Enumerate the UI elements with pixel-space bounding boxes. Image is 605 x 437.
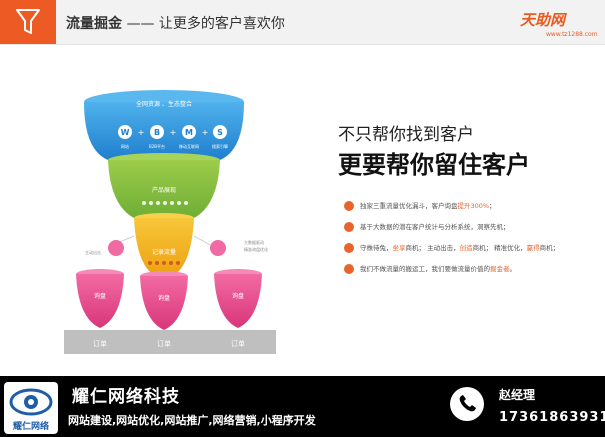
feature-item: 独家三重流量优化漏斗，客户询盘提升300%；: [344, 200, 496, 212]
feature-item: 我们不做流量的搬运工，我们要做流量价值的掘金者。: [344, 263, 516, 275]
order-label-left: 订单: [93, 339, 107, 348]
circle-m-label: 移动互联网: [179, 143, 199, 149]
funnel-diagram: 全网资源 、生态整合 W 网站 + B B2B平台 + M 移动互联网 + S …: [64, 90, 276, 354]
funnel-mid-label: 产品展现: [152, 186, 176, 194]
feature-icon: [344, 201, 354, 211]
circle-m: [182, 125, 196, 139]
funnel-green-section: [108, 160, 220, 218]
plus-sign: +: [170, 128, 177, 137]
circle-b-label: B2B平台: [149, 143, 165, 149]
feature-icon: [344, 222, 354, 232]
side-right-label-1: 大数据驱动: [244, 239, 264, 245]
order-label-right: 订单: [231, 339, 245, 348]
headline-line-1: 不只帮你找到客户: [338, 125, 474, 145]
circle-b-letter: B: [154, 128, 160, 137]
funnel-blue-section: [84, 102, 244, 160]
filter-logo: [0, 0, 56, 44]
circle-s-letter: S: [217, 128, 223, 137]
company-services: 网站建设,网站优化,网站推广,网络营销,小程序开发: [68, 414, 316, 427]
contact-phone[interactable]: 17361863931: [499, 410, 605, 425]
brand-name: 天助网: [520, 11, 566, 29]
eye-logo-icon: [9, 388, 53, 416]
contact-manager: 赵经理: [499, 388, 536, 402]
inquiry-cup-right: 询盘: [214, 269, 262, 328]
circle-s: [213, 125, 227, 139]
header-title-bold: 流量掘金: [66, 16, 122, 32]
feature-icon: [344, 264, 354, 274]
order-label-center: 订单: [157, 339, 171, 348]
headline-line-2-strong: 留住客户: [434, 151, 530, 179]
people-icons-yellow: [148, 261, 180, 265]
company-logo-text: 耀仁网络: [12, 422, 49, 432]
cup-right-label: 询盘: [232, 292, 244, 300]
feature-icon: [344, 243, 354, 253]
circle-w-letter: W: [121, 128, 130, 137]
circle-w-label: 网站: [121, 143, 129, 149]
funnel-top-title: 全网资源 、生态整合: [136, 100, 192, 108]
slide-header: 流量掘金 —— 让更多的客户喜欢你 天助网 www.tz1288.com: [0, 0, 605, 45]
headline-line-2-prefix: 更要帮你: [338, 151, 434, 179]
right-side-node: [210, 240, 226, 256]
side-left-label: 主动出击: [85, 249, 101, 255]
funnel-low-label: 记录流量: [152, 248, 176, 256]
circle-m-letter: M: [185, 128, 193, 137]
people-icons-green: [142, 201, 188, 205]
circle-b: [150, 125, 164, 139]
cup-left-label: 询盘: [94, 292, 106, 300]
left-side-node: [108, 240, 124, 256]
inquiry-cup-left: 询盘: [76, 269, 124, 328]
feature-item: 守株待兔，坐享商机； 主动出击，创造商机； 精准优化，赢得商机；: [344, 242, 559, 254]
brand-url: www.tz1288.com: [546, 31, 598, 38]
contact-footer: 耀仁网络 耀仁网络科技 网站建设,网站优化,网站推广,网络营销,小程序开发 赵经…: [0, 376, 605, 437]
cup-center-label: 询盘: [158, 294, 170, 302]
funnel-icon: [16, 9, 40, 34]
funnel-yellow-section: [134, 218, 194, 272]
phone-icon: [450, 387, 484, 421]
brand-logo: 天助网 www.tz1288.com: [520, 9, 600, 38]
plus-sign: +: [202, 128, 209, 137]
side-right-label-2: 精准询盘优化: [244, 246, 268, 252]
slide: 流量掘金 —— 让更多的客户喜欢你 天助网 www.tz1288.com 全网资…: [0, 0, 605, 354]
company-logo: 耀仁网络: [4, 382, 58, 434]
header-title-rest: —— 让更多的客户喜欢你: [122, 16, 285, 32]
company-name: 耀仁网络科技: [72, 387, 180, 407]
plus-sign: +: [138, 128, 145, 137]
channel-circles: W 网站 + B B2B平台 + M 移动互联网 + S 搜索引擎: [118, 125, 228, 149]
headline-line-2: 更要帮你留住客户: [338, 145, 530, 180]
header-title: 流量掘金 —— 让更多的客户喜欢你: [66, 13, 285, 33]
circle-w: [118, 125, 132, 139]
inquiry-cup-center: 询盘: [140, 271, 188, 330]
feature-item: 基于大数据的潜在客户统计与分析系统，洞察先机；: [344, 221, 510, 233]
order-bar: [64, 330, 276, 354]
circle-s-label: 搜索引擎: [212, 143, 228, 149]
